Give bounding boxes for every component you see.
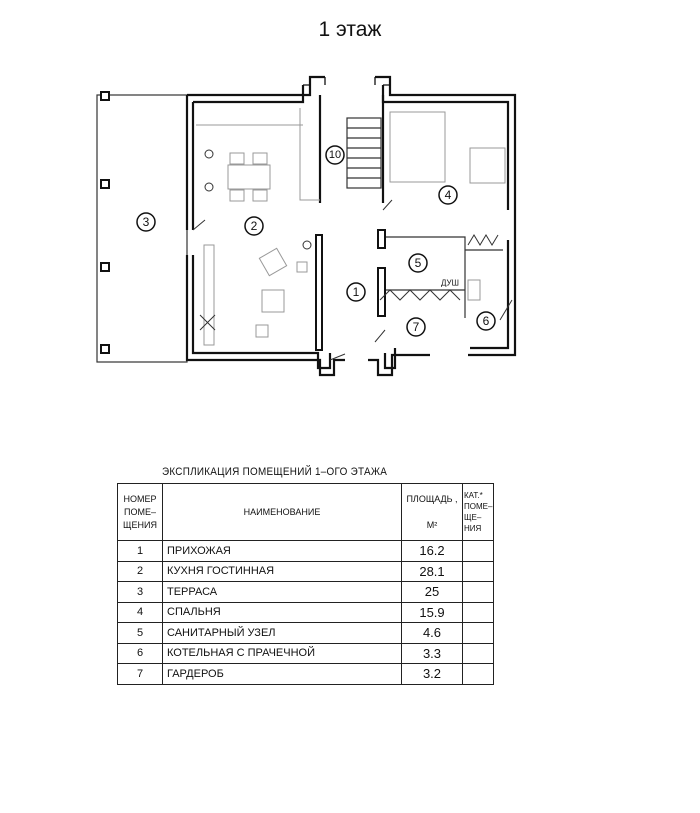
- room-name: ТЕРРАСА: [162, 581, 402, 603]
- room-name: СПАЛЬНЯ: [162, 601, 402, 623]
- table-row: 2 КУХНЯ ГОСТИННАЯ 28.1: [117, 560, 495, 582]
- room-area: 28.1: [401, 560, 463, 582]
- room-name: ПРИХОЖАЯ: [162, 540, 402, 562]
- room-marker-1: 1: [346, 282, 366, 302]
- table-row: 5 САНИТАРНЫЙ УЗЕЛ 4.6: [117, 622, 495, 644]
- table-row: 6 КОТЕЛЬНАЯ С ПРАЧЕЧНОЙ 3.3: [117, 642, 495, 664]
- room-marker-3: 3: [136, 212, 156, 232]
- svg-text:4: 4: [445, 188, 452, 202]
- table-title: ЭКСПЛИКАЦИЯ ПОМЕЩЕНИЙ 1–ОГО ЭТАЖА: [162, 466, 388, 478]
- room-category: [461, 601, 495, 623]
- room-name: КУХНЯ ГОСТИННАЯ: [162, 560, 402, 582]
- svg-text:1: 1: [353, 285, 360, 299]
- room-area: 15.9: [401, 601, 463, 623]
- page-title: 1 этаж: [318, 18, 382, 41]
- room-category: [461, 663, 495, 685]
- header-area: ПЛОЩАДЬ ,: [406, 493, 458, 504]
- terrace-columns: [100, 91, 110, 354]
- svg-text:10: 10: [329, 149, 341, 161]
- rooms-table: НОМЕР ПОМЕ– ЩЕНИЯ НАИМЕНОВАНИЕ ПЛОЩАДЬ ,…: [117, 483, 495, 685]
- room-category: [461, 581, 495, 603]
- header-number: НОМЕР ПОМЕ– ЩЕНИЯ: [117, 483, 163, 541]
- room-marker-7: 7: [406, 317, 426, 337]
- room-number: 6: [117, 642, 163, 664]
- table-row: 4 СПАЛЬНЯ 15.9: [117, 601, 495, 623]
- room-marker-5: 5: [408, 253, 428, 273]
- room-category: [461, 560, 495, 582]
- shower-label: ДУШ: [441, 279, 459, 288]
- room-area: 4.6: [401, 622, 463, 644]
- room-category: [461, 622, 495, 644]
- room-area: 3.3: [401, 642, 463, 664]
- floor-plan: ДУШ 1 2 3 4 5 6 7 10: [96, 75, 517, 377]
- table-row: 7 ГАРДЕРОБ 3.2: [117, 663, 495, 685]
- room-name: САНИТАРНЫЙ УЗЕЛ: [162, 622, 402, 644]
- room-number: 5: [117, 622, 163, 644]
- header-category: КАТ.* ПОМЕ– ЩЕ– НИЯ: [461, 483, 495, 541]
- room-marker-10: 10: [325, 145, 345, 165]
- room-number: 3: [117, 581, 163, 603]
- room-marker-2: 2: [244, 216, 264, 236]
- room-name: КОТЕЛЬНАЯ С ПРАЧЕЧНОЙ: [162, 642, 402, 664]
- svg-text:7: 7: [413, 320, 420, 334]
- table-header: НОМЕР ПОМЕ– ЩЕНИЯ НАИМЕНОВАНИЕ ПЛОЩАДЬ ,…: [117, 483, 495, 541]
- header-area-unit: М²: [426, 519, 438, 530]
- room-name: ГАРДЕРОБ: [162, 663, 402, 685]
- room-number: 1: [117, 540, 163, 562]
- svg-text:3: 3: [143, 215, 150, 229]
- room-marker-6: 6: [476, 311, 496, 331]
- svg-text:6: 6: [483, 314, 490, 328]
- room-area: 25: [401, 581, 463, 603]
- room-marker-4: 4: [438, 185, 458, 205]
- table-row: 3 ТЕРРАСА 25: [117, 581, 495, 603]
- room-number: 4: [117, 601, 163, 623]
- room-category: [461, 642, 495, 664]
- svg-text:5: 5: [415, 256, 422, 270]
- svg-text:2: 2: [251, 219, 258, 233]
- outer-walls: [185, 75, 517, 377]
- room-area: 3.2: [401, 663, 463, 685]
- header-name: НАИМЕНОВАНИЕ: [162, 483, 402, 541]
- hall-wall: [315, 234, 323, 351]
- room-category: [461, 540, 495, 562]
- room-number: 2: [117, 560, 163, 582]
- room-number: 7: [117, 663, 163, 685]
- room-area: 16.2: [401, 540, 463, 562]
- table-row: 1 ПРИХОЖАЯ 16.2: [117, 540, 495, 562]
- staircase: [346, 117, 382, 189]
- furniture: [196, 108, 506, 346]
